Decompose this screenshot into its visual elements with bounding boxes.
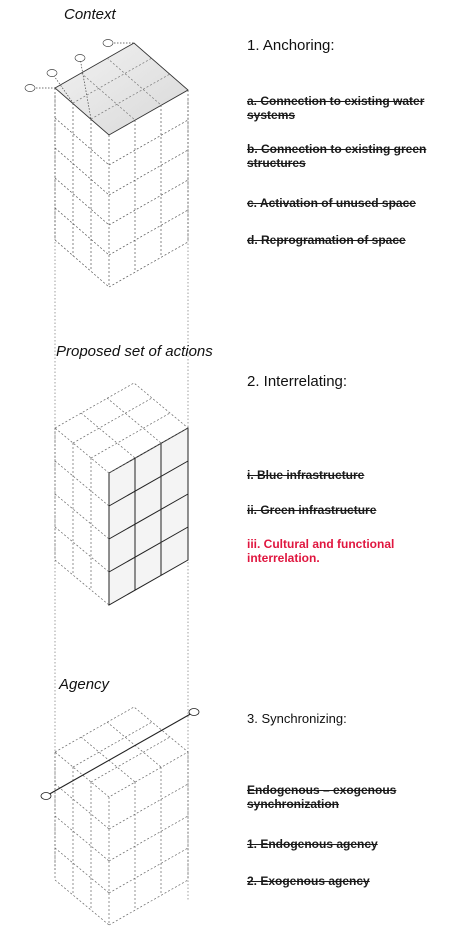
marker-b: [46, 69, 58, 77]
heading-interrelating: 2. Interrelating:: [247, 373, 348, 390]
context-markers: [24, 39, 134, 120]
item-sync-main: Endogenous – exogenous synchronization: [247, 783, 397, 811]
item-sync-endogenous: 1. Endogenous agency: [247, 837, 378, 851]
section-title-context: Context: [64, 6, 116, 23]
marker-d: [102, 39, 114, 47]
item-anchoring-b: b. Connection to existing green structur…: [247, 142, 427, 170]
heading-synchronizing: 3. Synchronizing:: [247, 711, 347, 726]
heading-anchoring: 1. Anchoring:: [247, 37, 335, 54]
item-interrelating-ii: ii. Green infrastructure: [247, 503, 377, 517]
item-sync-exogenous: 2. Exogenous agency: [247, 874, 370, 888]
marker-a: [24, 84, 36, 92]
item-anchoring-c: c. Activation of unused space: [247, 196, 416, 210]
agency-block: [54, 706, 189, 926]
item-anchoring-a: a. Connection to existing water systems: [247, 94, 425, 122]
marker-2: [188, 708, 200, 716]
item-interrelating-iii: iii. Cultural and functional interrelati…: [247, 537, 395, 565]
section-title-agency: Agency: [59, 676, 110, 693]
item-anchoring-d: d. Reprogramation of space: [247, 233, 406, 247]
marker-c: [74, 54, 86, 62]
section-title-proposed-actions: Proposed set of actions: [56, 343, 213, 360]
actions-block: [54, 382, 189, 606]
marker-1: [40, 792, 52, 800]
context-block: [54, 42, 189, 288]
item-interrelating-i: i. Blue infrastructure: [247, 468, 365, 482]
agency-sync-line: [40, 708, 200, 800]
